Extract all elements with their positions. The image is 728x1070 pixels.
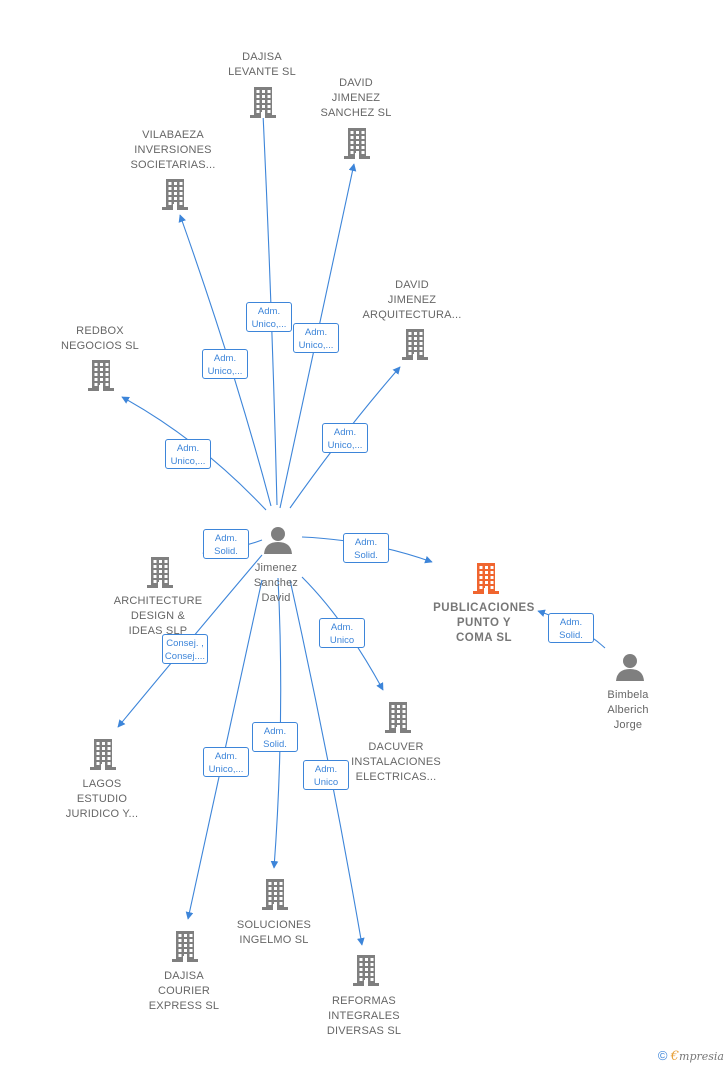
node-label-david-jimenez-sanchez[interactable]: DAVID JIMENEZ SANCHEZ SL [320, 77, 392, 119]
node-label-dajisa-levante[interactable]: DAJISA LEVANTE SL [228, 51, 296, 78]
brand-logo[interactable]: €mpresia [670, 1049, 724, 1064]
edges-layer [117, 92, 606, 946]
edge-label[interactable]: Adm. Solid. [252, 722, 298, 752]
edge-label[interactable]: Adm. Unico,... [202, 349, 248, 379]
edge-jimenez-sanchez-david-to-dajisa-levante [258, 92, 278, 506]
building-icon[interactable] [90, 739, 116, 770]
edge-label[interactable]: Adm. Unico [303, 760, 349, 790]
node-label-bimbela[interactable]: Bimbela Alberich Jorge [607, 689, 649, 731]
node-label-vilabaeza[interactable]: VILABAEZA INVERSIONES SOCIETARIAS... [130, 129, 216, 171]
building-icon[interactable] [262, 879, 288, 910]
node-label-reformas[interactable]: REFORMAS INTEGRALES DIVERSAS SL [326, 995, 402, 1037]
node-label-publicaciones[interactable]: PUBLICACIONES PUNTO Y COMA SL [433, 602, 535, 644]
node-label-soluciones[interactable]: SOLUCIONES INGELMO SL [236, 919, 312, 946]
edge-label[interactable]: Adm. Unico,... [246, 302, 292, 332]
building-icon[interactable] [88, 360, 114, 391]
focus-building-icon[interactable] [473, 563, 499, 594]
building-icon[interactable] [402, 329, 428, 360]
building-icon[interactable] [353, 955, 379, 986]
node-label-architecture-design[interactable]: ARCHITECTURE DESIGN & IDEAS SLP [113, 595, 203, 637]
node-label-dacuver[interactable]: DACUVER INSTALACIONES ELECTRICAS... [351, 741, 441, 783]
building-icon[interactable] [344, 128, 370, 159]
edge-label[interactable]: Adm. Unico,... [322, 423, 368, 453]
node-label-redbox[interactable]: REDBOX NEGOCIOS SL [61, 325, 139, 352]
copyright-icon: © [657, 1048, 668, 1063]
building-icon[interactable] [250, 87, 276, 118]
building-icon[interactable] [385, 702, 411, 733]
edge-label[interactable]: Adm. Unico,... [165, 439, 211, 469]
edge-label[interactable]: Adm. Unico [319, 618, 365, 648]
node-label-dajisa-courier[interactable]: DAJISA COURIER EXPRESS SL [148, 970, 220, 1012]
icons-layer [88, 87, 644, 986]
node-label-david-jimenez-arq[interactable]: DAVID JIMENEZ ARQUITECTURA... [362, 279, 462, 321]
edge-label[interactable]: Adm. Unico,... [293, 323, 339, 353]
person-icon[interactable] [616, 654, 644, 681]
edge-label[interactable]: Adm. Solid. [548, 613, 594, 643]
footer: © €mpresia [658, 1048, 724, 1064]
edge-label[interactable]: Adm. Solid. [343, 533, 389, 563]
node-label-lagos[interactable]: LAGOS ESTUDIO JURIDICO Y... [65, 778, 139, 820]
building-icon[interactable] [162, 179, 188, 210]
person-icon[interactable] [264, 527, 292, 554]
edge-label[interactable]: Adm. Solid. [203, 529, 249, 559]
node-label-jimenez-sanchez-david[interactable]: Jimenez Sanchez David [253, 562, 299, 604]
building-icon[interactable] [172, 931, 198, 962]
edge-jimenez-sanchez-david-to-soluciones [270, 577, 282, 869]
edge-label[interactable]: Adm. Unico,... [203, 747, 249, 777]
edge-label[interactable]: Consej. , Consej.... [162, 634, 208, 664]
building-icon[interactable] [147, 557, 173, 588]
